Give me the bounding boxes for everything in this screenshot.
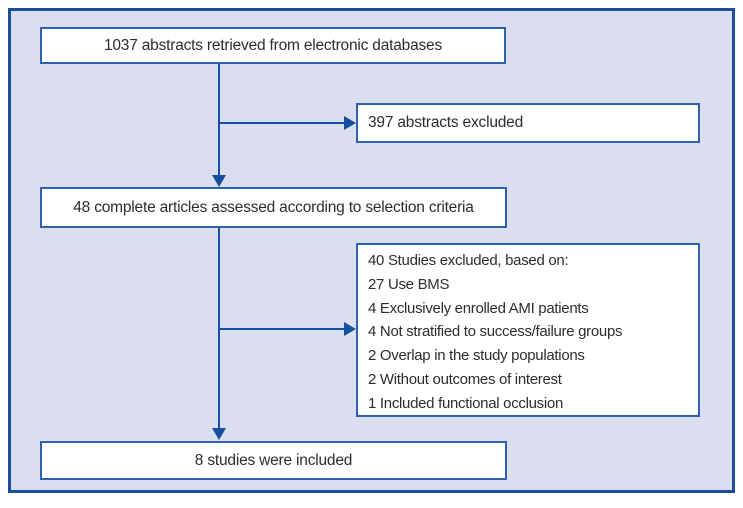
studies-excluded-line: 1 Included functional occlusion (368, 394, 564, 412)
box-studies-included-label: 8 studies were included (194, 451, 353, 469)
arrowhead-down-icon (212, 175, 226, 187)
box-studies-excluded: 40 Studies excluded, based on: 27 Use BM… (356, 243, 700, 417)
studies-excluded-line: 4 Exclusively enrolled AMI patients (368, 299, 589, 317)
studies-excluded-line: 2 Without outcomes of interest (368, 370, 562, 388)
studies-excluded-line: 40 Studies excluded, based on: (368, 252, 569, 269)
box-abstracts-excluded-label: 397 abstracts excluded (368, 114, 524, 131)
arrowhead-right-icon (344, 322, 356, 336)
connector-horizontal-line-1 (218, 122, 345, 124)
arrowhead-right-icon (344, 116, 356, 130)
box-abstracts-retrieved-label: 1037 abstracts retrieved from electronic… (103, 36, 443, 54)
box-abstracts-excluded: 397 abstracts excluded (356, 103, 700, 143)
studies-excluded-line: 4 Not stratified to success/failure grou… (368, 323, 623, 341)
studies-excluded-line: 27 Use BMS (368, 275, 450, 293)
studies-excluded-line: 2 Overlap in the study populations (368, 347, 585, 365)
arrowhead-down-icon (212, 428, 226, 440)
connector-vertical-line-1 (218, 64, 220, 176)
box-abstracts-retrieved: 1037 abstracts retrieved from electronic… (40, 27, 506, 64)
box-articles-assessed: 48 complete articles assessed according … (40, 187, 507, 228)
box-studies-included: 8 studies were included (40, 441, 507, 480)
box-articles-assessed-label: 48 complete articles assessed according … (73, 198, 474, 216)
connector-horizontal-line-2 (218, 328, 345, 330)
